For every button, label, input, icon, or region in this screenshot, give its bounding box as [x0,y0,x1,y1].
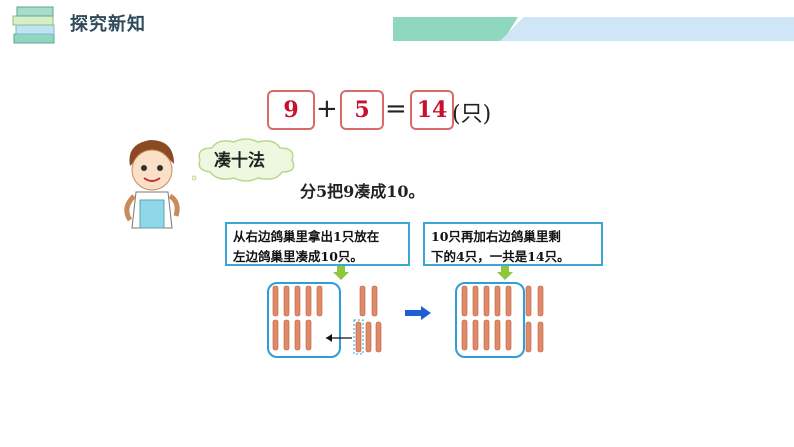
stick-combined-ten [505,285,512,317]
stick-right-nest-moved [355,321,362,353]
stacked-books-icon [12,6,55,44]
method-label: 凑十法 [214,151,265,171]
stick-combined-ten [494,319,501,351]
stick-right-nest [375,321,382,353]
note-right-line-2: 下的4只，一共是14只。 [431,249,570,264]
addend-1-box: 9 [267,90,315,130]
stick-combined-ten [483,319,490,351]
unit-label: (只) [452,102,492,127]
stick-left-nest [305,285,312,317]
stick-left-nest [272,285,279,317]
header-decor-blue [500,17,794,41]
stick-combined-ten [472,285,479,317]
header-decor-green [393,17,518,41]
note-left-line-1: 从右边鸽巢里拿出1只放在 [233,229,380,244]
explanation-text: 分5把9凑成10。 [300,182,425,201]
stick-combined-ten [461,319,468,351]
note-left-line-2: 左边鸽巢里凑成10只。 [233,249,363,264]
stick-remaining [537,285,544,317]
stick-combined-ten [505,319,512,351]
stick-left-nest [283,319,290,351]
stick-combined-ten [483,285,490,317]
page-title: 探究新知 [70,14,146,35]
move-left-arrowhead [326,334,332,342]
stick-combined-ten [494,285,501,317]
sum-box: 14 [410,90,454,130]
blue-right-arrow-icon [405,306,431,320]
stick-combined-ten [472,319,479,351]
plus-sign: + [316,94,338,124]
stick-right-nest [359,285,366,317]
stick-remaining [537,321,544,353]
stick-combined-ten [461,285,468,317]
stick-remaining [525,285,532,317]
stick-left-nest [283,285,290,317]
note-right-line-1: 10只再加右边鸽巢里剩 [431,229,561,244]
stick-left-nest [294,285,301,317]
stick-left-nest [316,285,323,317]
stick-left-nest [305,319,312,351]
stick-right-nest [371,285,378,317]
addend-2-box: 5 [340,90,384,130]
stick-left-nest [294,319,301,351]
moved-stick-highlight [353,319,364,355]
stick-remaining [525,321,532,353]
equals-sign: = [385,94,407,124]
boy-illustration [124,140,180,229]
green-down-arrow-icon [333,266,349,280]
note-left: 从右边鸽巢里拿出1只放在 左边鸽巢里凑成10只。 [225,222,410,266]
stick-right-nest [365,321,372,353]
left-nest-frame [267,282,341,358]
thought-cloud-icon [192,138,295,182]
note-right: 10只再加右边鸽巢里剩 下的4只，一共是14只。 [423,222,603,266]
stick-left-nest [272,319,279,351]
green-down-arrow-icon [497,266,513,280]
combined-ten-frame [455,282,525,358]
